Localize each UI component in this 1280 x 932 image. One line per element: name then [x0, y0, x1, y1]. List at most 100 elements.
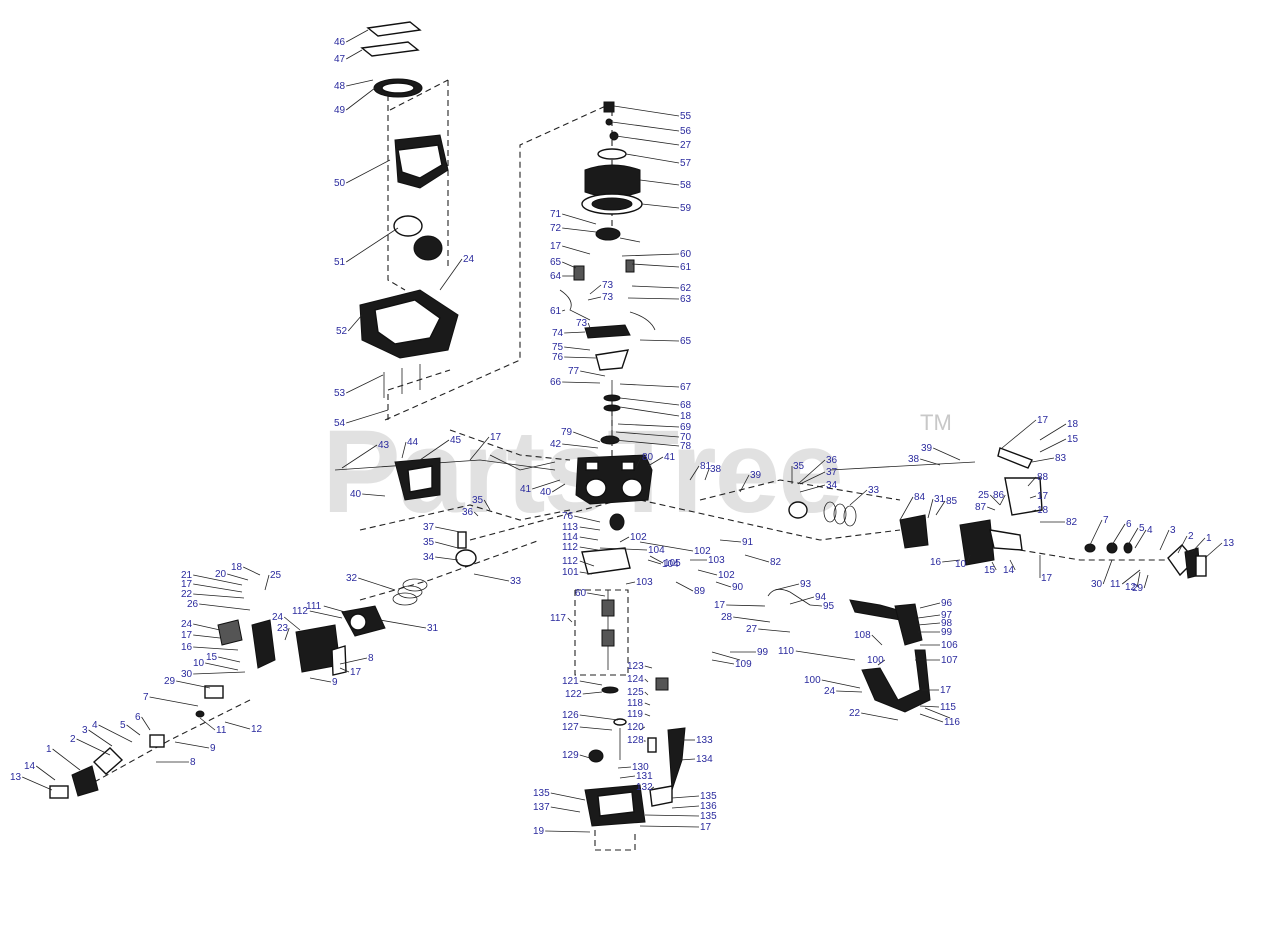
- callout-132: 132: [636, 782, 654, 793]
- callout-number: 127: [562, 722, 579, 733]
- callout-number: 110: [778, 646, 794, 657]
- callout-67: 67: [620, 382, 692, 393]
- crankshaft: [602, 600, 614, 616]
- leader-line: [127, 725, 140, 735]
- callout-17: 17: [181, 630, 220, 641]
- callout-50: 50: [334, 160, 390, 189]
- leader-line: [712, 660, 734, 664]
- leader-line: [676, 582, 693, 591]
- leader-line: [564, 347, 590, 350]
- callout-number: 87: [975, 502, 987, 513]
- callout-number: 135: [533, 788, 550, 799]
- callout-number: 37: [423, 522, 435, 533]
- leader-line: [645, 692, 648, 695]
- leader-line: [474, 574, 509, 581]
- callout-9: 9: [175, 742, 216, 754]
- gasket-left: [94, 748, 122, 774]
- callout-number: 78: [680, 441, 692, 452]
- callout-number: 73: [576, 318, 588, 329]
- callout-number: 119: [627, 709, 643, 720]
- callout-number: 129: [562, 750, 579, 761]
- callout-82: 82: [1040, 517, 1078, 528]
- callout-52: 52: [336, 315, 362, 337]
- callout-number: 15: [206, 652, 218, 663]
- leader-line: [346, 80, 373, 86]
- callout-number: 41: [520, 484, 532, 495]
- leader-line: [142, 717, 150, 730]
- callout-7: 7: [1090, 515, 1109, 545]
- callout-number: 63: [680, 294, 692, 305]
- leader-line: [1002, 420, 1036, 448]
- callout-number: 42: [550, 439, 562, 450]
- callout-number: 76: [552, 352, 564, 363]
- callout-number: 122: [565, 689, 582, 700]
- callout-74: 74: [552, 328, 585, 339]
- callout-62: 62: [632, 283, 692, 294]
- callout-number: 31: [427, 623, 439, 634]
- leader-line: [193, 672, 245, 674]
- leader-line: [836, 691, 862, 692]
- leader-line: [53, 749, 80, 770]
- callout-89: 89: [676, 582, 706, 597]
- leader-line: [562, 262, 576, 268]
- leader-line: [645, 703, 650, 705]
- callout-number: 40: [540, 487, 552, 498]
- leader-line: [987, 507, 995, 510]
- leader-line: [640, 826, 699, 827]
- callout-55: 55: [614, 106, 692, 122]
- callout-103: 103: [626, 577, 653, 588]
- leader-line: [380, 620, 426, 628]
- callout-number: 27: [746, 624, 758, 635]
- callout-number: 82: [770, 557, 782, 568]
- leader-line: [628, 298, 679, 299]
- leader-line: [758, 629, 790, 632]
- callout-134: 134: [680, 754, 713, 765]
- leader-line: [632, 264, 679, 267]
- callout-8: 8: [156, 757, 196, 768]
- leader-line: [583, 692, 602, 694]
- callout-96: 96: [920, 598, 953, 609]
- callout-24: 24: [440, 254, 475, 290]
- callout-number: 77: [568, 366, 580, 377]
- callout-number: 76: [562, 511, 574, 522]
- leader-line: [36, 766, 55, 780]
- leader-line: [562, 310, 565, 311]
- callout-49: 49: [334, 88, 375, 116]
- callout-128: 128: [627, 735, 645, 746]
- top-cover-assembly: [360, 22, 458, 398]
- leader-line: [89, 730, 112, 746]
- callout-123: 123: [627, 661, 652, 672]
- cover-left: [72, 766, 98, 796]
- callout-number: 59: [680, 203, 692, 214]
- callout-number: 3: [1170, 525, 1176, 536]
- callout-number: 35: [472, 495, 484, 506]
- callout-number: 116: [944, 717, 960, 728]
- leader-line: [346, 160, 390, 183]
- callout-15: 15: [206, 652, 240, 663]
- callout-120: 120: [627, 722, 645, 733]
- leader-line: [642, 204, 679, 208]
- callout-number: 71: [550, 209, 562, 220]
- callout-number: 35: [793, 461, 805, 472]
- leader-line: [1040, 424, 1066, 440]
- callout-number: 43: [378, 440, 390, 451]
- callout-90: 90: [716, 582, 744, 593]
- leader-line: [580, 681, 602, 685]
- callout-127: 127: [562, 722, 612, 733]
- callout-99: 99: [918, 627, 953, 638]
- leader-line: [918, 615, 940, 618]
- callout-number: 16: [181, 642, 193, 653]
- callout-number: 29: [1132, 583, 1144, 594]
- leader-line: [720, 540, 741, 542]
- leader-line: [227, 574, 248, 580]
- callout-46: 46: [334, 30, 368, 48]
- callout-number: 112: [562, 556, 578, 567]
- callout-93: 93: [775, 579, 812, 590]
- leader-line: [616, 136, 679, 145]
- callout-124: 124: [627, 674, 648, 685]
- callout-48: 48: [334, 80, 373, 92]
- rocker-cover: [596, 350, 628, 370]
- callout-135: 135: [533, 788, 585, 800]
- callout-number: 6: [1126, 519, 1132, 530]
